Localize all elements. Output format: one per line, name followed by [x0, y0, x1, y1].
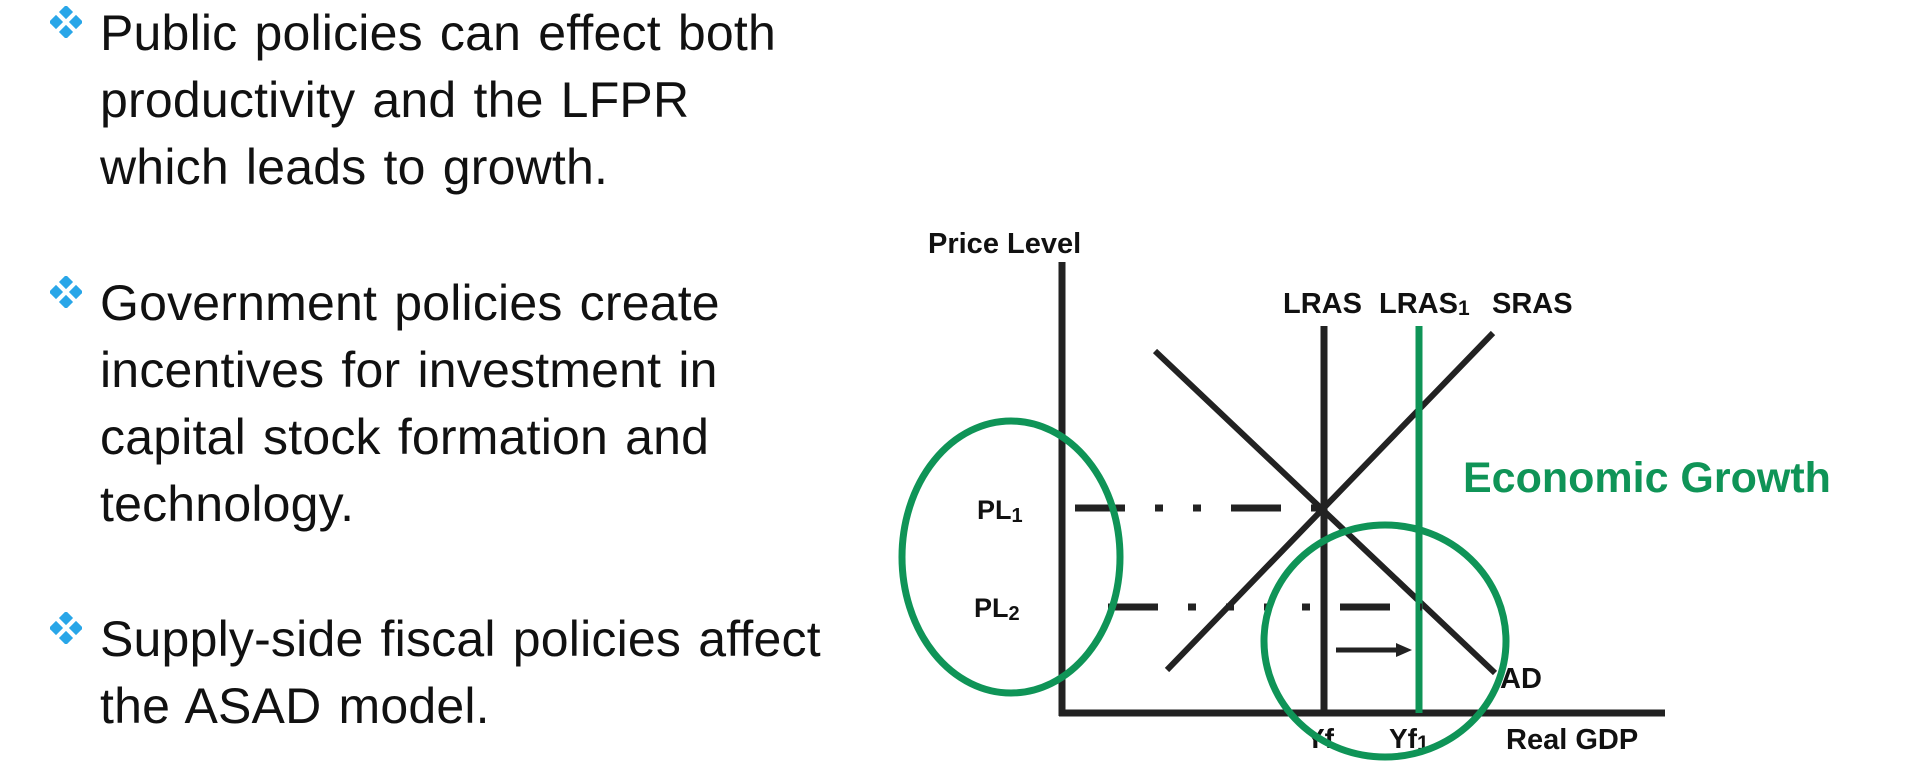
pl2-label-text: PL	[974, 593, 1009, 623]
pl1-label-subscript: 1	[1012, 505, 1023, 527]
sras-curve	[1164, 330, 1496, 673]
sras-label: SRAS	[1492, 288, 1573, 320]
bullet-line: incentives for investment in	[100, 342, 718, 398]
lras1-label: LRAS1	[1379, 288, 1470, 320]
bullet-line: which leads to growth.	[100, 139, 609, 195]
right-arrow-icon	[1396, 643, 1412, 657]
bullet-line: Supply-side fiscal policies affect	[100, 611, 821, 667]
ad-label: AD	[1500, 663, 1542, 695]
diamond-bullet-icon	[50, 270, 100, 314]
bullet-text: Public policies can effect both producti…	[100, 0, 776, 201]
x-axis-label: Real GDP	[1506, 724, 1638, 756]
yf1-label-text: Yf	[1389, 723, 1418, 754]
diamond-bullet-icon	[50, 0, 100, 44]
pl2-label: PL2	[974, 593, 1020, 625]
bullet-item-2: Government policies create incentives fo…	[50, 270, 720, 538]
y-axis-label: Price Level	[928, 228, 1081, 260]
bullet-line: capital stock formation and	[100, 409, 710, 465]
pl2-label-subscript: 2	[1009, 603, 1020, 625]
bullet-line: productivity and the LFPR	[100, 72, 690, 128]
price-level-ellipse	[898, 417, 1124, 697]
bullet-line: technology.	[100, 476, 355, 532]
bullet-item-1: Public policies can effect both producti…	[50, 0, 776, 201]
pl1-label-text: PL	[977, 495, 1012, 525]
bullet-line: the ASAD model.	[100, 678, 490, 734]
lras-label: LRAS	[1283, 288, 1362, 320]
output-ellipse	[1260, 521, 1510, 761]
bullet-item-3: Supply-side fiscal policies affect the A…	[50, 606, 821, 740]
bullet-text: Government policies create incentives fo…	[100, 270, 720, 538]
lras1-label-text: LRAS	[1379, 288, 1458, 320]
economic-growth-label: Economic Growth	[1463, 454, 1831, 502]
diamond-bullet-icon	[50, 606, 100, 650]
bullet-line: Government policies create	[100, 275, 720, 331]
bullet-line: Public policies can effect both	[100, 5, 777, 61]
bullet-text: Supply-side fiscal policies affect the A…	[100, 606, 821, 740]
lras1-label-subscript: 1	[1458, 297, 1470, 320]
pl1-label: PL1	[977, 495, 1023, 527]
